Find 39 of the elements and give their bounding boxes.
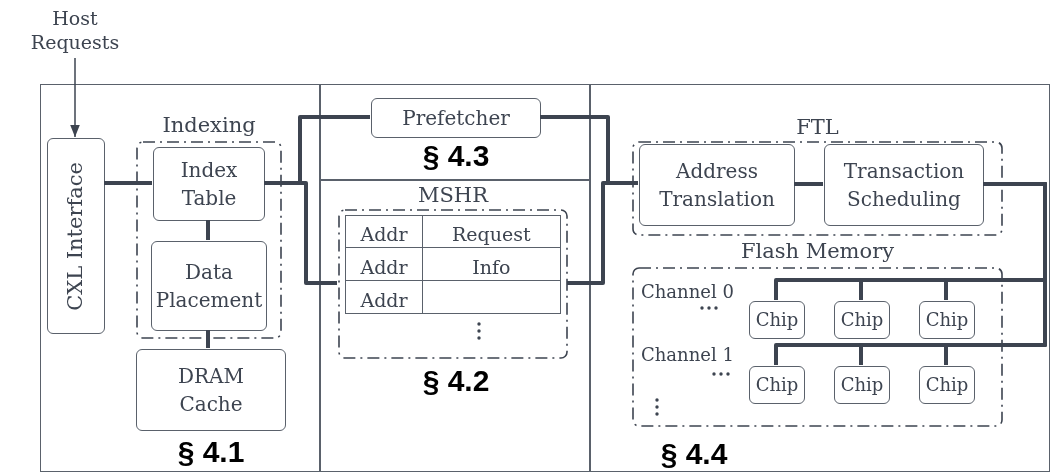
arrow	[70, 57, 80, 138]
group-title: Indexing	[161, 112, 257, 139]
component-box: Index Table	[153, 147, 265, 221]
interface-box: CXL Interface	[47, 138, 105, 334]
component-box: Address Translation	[639, 144, 795, 226]
table-cell: Request	[421, 215, 561, 248]
connector-line	[567, 181, 638, 285]
section-number: § 4.4	[659, 437, 729, 471]
section-panel	[590, 84, 1050, 472]
component-box: DRAM Cache	[136, 349, 286, 431]
group-title: Flash Memory	[739, 238, 896, 265]
table-cell: Addr	[345, 215, 423, 248]
group-title: MSHR	[417, 182, 490, 209]
section-number: § 4.3	[421, 139, 491, 173]
section-number: § 4.1	[176, 435, 246, 469]
channel-label: Channel 1	[641, 344, 734, 366]
section-number: § 4.2	[421, 364, 491, 398]
component-box: Transaction Scheduling	[824, 144, 984, 226]
table-cell: Addr	[345, 279, 423, 314]
chip-box: Chip	[749, 366, 805, 404]
chip-box: Chip	[749, 301, 805, 339]
chip-box: Chip	[919, 366, 975, 404]
channel-label: Channel 0	[641, 281, 734, 303]
section-panel	[320, 84, 590, 180]
section-panel	[320, 180, 590, 472]
chip-box: Chip	[834, 301, 890, 339]
connector-line	[264, 181, 337, 285]
component-box: Data Placement	[151, 241, 267, 331]
input-label: Host Requests	[15, 2, 135, 58]
connector-line	[794, 182, 823, 186]
connector-line	[206, 220, 210, 240]
group-title: FTL	[795, 114, 840, 141]
chip-box: Chip	[919, 301, 975, 339]
section-panel	[40, 84, 320, 472]
connector-line	[206, 330, 210, 348]
connector-line	[944, 182, 1047, 365]
connector-line	[104, 181, 152, 185]
component-box: Prefetcher	[371, 98, 541, 138]
chip-box: Chip	[834, 366, 890, 404]
